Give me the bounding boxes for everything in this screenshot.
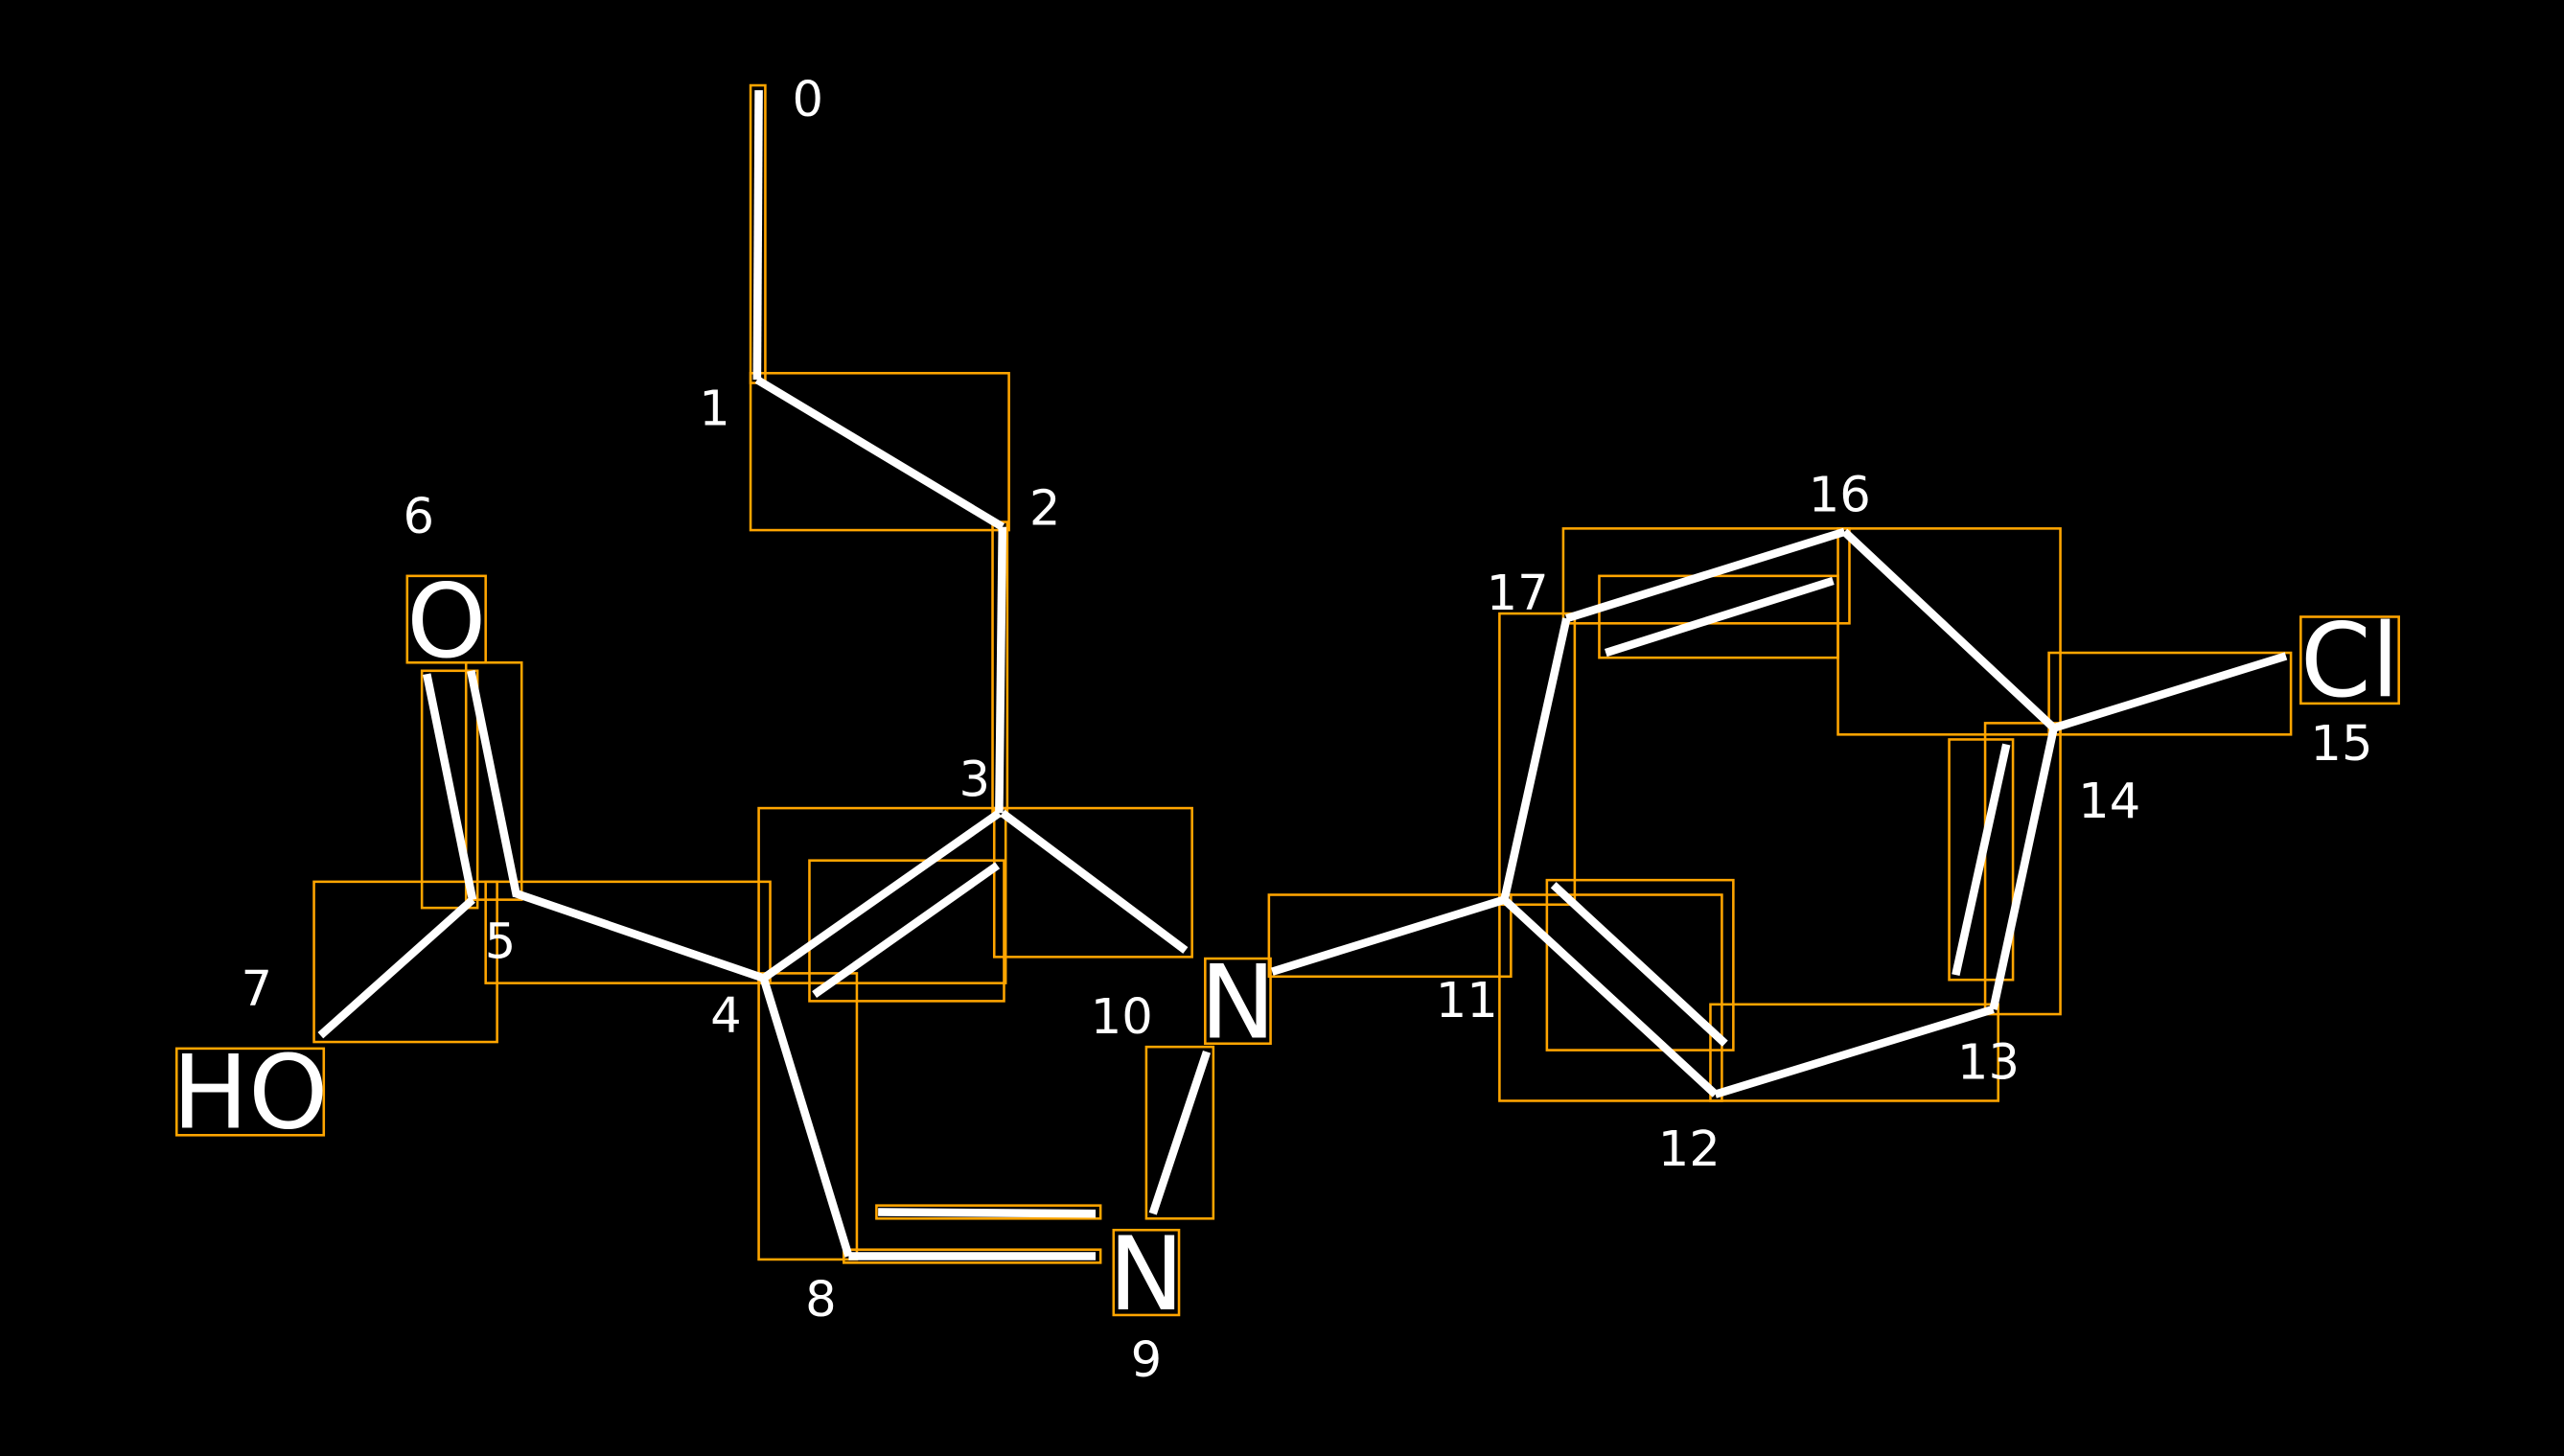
bond-13-14-inner [1952, 743, 2011, 977]
bbox-bond-13-14 [1983, 722, 2062, 1016]
atom-index-7: 7 [242, 961, 273, 1018]
atom-symbol-15: Cl [2300, 602, 2399, 720]
bond-9-10 [1148, 1050, 1212, 1215]
bbox-bond-10-11 [1267, 893, 1513, 979]
bond-14-16 [1841, 528, 2057, 731]
atom-index-13: 13 [1957, 1035, 2020, 1092]
bbox-bond-8-9 [843, 1248, 1102, 1264]
bond-3-10 [1000, 809, 1189, 954]
bond-2-3 [995, 526, 1007, 814]
bbox-bond-1-2 [749, 372, 1010, 532]
atom-indices: 0 1 2 3 4 5 6 7 8 9 10 11 12 13 14 15 16… [242, 72, 2373, 1389]
bond-4-5 [514, 889, 766, 982]
bond-5-7 [317, 896, 475, 1039]
atom-symbol-10: N [1200, 944, 1276, 1062]
bond-11-12-inner [1550, 882, 1728, 1047]
bond-13-14 [1989, 727, 2058, 1010]
bbox-bond-12-13 [1709, 1003, 2000, 1102]
bbox-bond-14-15 [2047, 651, 2293, 736]
bbox-bond-3-10 [992, 806, 1193, 959]
atom-index-17: 17 [1487, 566, 1549, 622]
bbox-bond-4-8 [757, 972, 859, 1261]
bbox-atom-7 [174, 1047, 326, 1137]
bond-5-6-a [467, 669, 521, 898]
atom-index-3: 3 [959, 752, 990, 809]
atom-symbol-9: N [1108, 1215, 1184, 1333]
bbox-bond-11-12 [1498, 893, 1723, 1102]
bond-3-4-inner [812, 862, 1001, 999]
bbox-bond-13-14-inner [1948, 738, 2015, 982]
bbox-atom-9 [1112, 1228, 1181, 1317]
bond-16-17-inner [1604, 576, 1835, 658]
atom-index-16: 16 [1809, 468, 1871, 524]
atom-index-8: 8 [805, 1272, 837, 1329]
bounding-boxes [174, 83, 2400, 1317]
atom-index-2: 2 [1029, 480, 1061, 537]
bbox-bond-9-10 [1144, 1045, 1215, 1220]
bbox-bond-5-7 [312, 880, 498, 1044]
bbox-bond-3-4-inner [808, 859, 1005, 1003]
bbox-bond-5-6-b [464, 660, 523, 901]
atom-symbol-7: HO [173, 1033, 329, 1151]
atom-index-11: 11 [1436, 973, 1498, 1029]
bond-5-6-b [423, 673, 477, 901]
bond-12-13 [1714, 1005, 1995, 1098]
atom-symbols: O HO N N Cl [173, 563, 2400, 1333]
bbox-atom-6 [405, 574, 487, 664]
bbox-atom-15 [2299, 615, 2400, 705]
bond-1-2 [754, 376, 1005, 531]
bond-10-11 [1271, 895, 1506, 976]
bond-0-1 [752, 90, 763, 381]
atom-index-10: 10 [1091, 989, 1153, 1046]
atom-index-14: 14 [2078, 774, 2140, 830]
atom-symbol-6: O [406, 563, 486, 681]
bond-16-17 [1565, 527, 1846, 623]
atom-index-1: 1 [699, 381, 730, 437]
bond-3-4 [761, 809, 1002, 982]
atom-index-0: 0 [792, 72, 823, 128]
bonds [317, 90, 2288, 1260]
atom-index-9: 9 [1131, 1332, 1163, 1389]
atom-index-15: 15 [2310, 716, 2372, 773]
bond-14-15 [2052, 652, 2288, 732]
bbox-bond-4-5 [484, 880, 772, 984]
bond-8-9-inner [878, 1208, 1097, 1218]
atom-index-4: 4 [710, 987, 742, 1044]
bbox-bond-17-11 [1498, 612, 1577, 907]
bbox-bond-11-12-inner [1545, 878, 1735, 1052]
bbox-atom-10 [1204, 957, 1272, 1046]
bbox-bond-16-17-inner [1598, 574, 1839, 659]
atom-index-5: 5 [485, 913, 517, 970]
atom-index-6: 6 [403, 489, 434, 545]
bond-11-12 [1501, 896, 1719, 1098]
atom-index-12: 12 [1658, 1121, 1721, 1178]
bond-17-11 [1500, 617, 1571, 901]
bbox-bond-3-4 [757, 806, 1007, 984]
bond-4-8 [759, 977, 853, 1258]
bbox-bond-8-9-inner [875, 1204, 1102, 1220]
bbox-bond-5-6-a [420, 669, 479, 910]
